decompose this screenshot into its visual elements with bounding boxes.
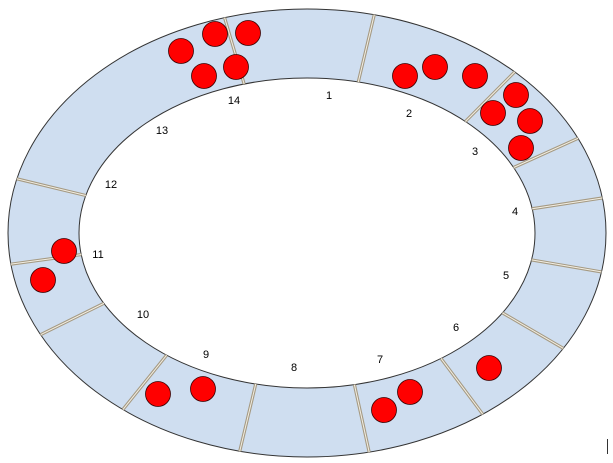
ball-slot-14[interactable] xyxy=(168,38,194,64)
ball-slot-9[interactable] xyxy=(145,381,171,407)
slot-label-7: 7 xyxy=(377,354,383,366)
slot-divider xyxy=(352,384,371,453)
ball-slot-2[interactable] xyxy=(392,63,418,89)
ball-slot-7[interactable] xyxy=(397,379,423,405)
slot-label-12: 12 xyxy=(105,179,117,191)
slot-divider xyxy=(531,258,602,274)
ball-slot-3[interactable] xyxy=(503,82,529,108)
ring xyxy=(7,8,607,458)
slot-label-6: 6 xyxy=(453,322,459,334)
slot-divider xyxy=(464,70,516,123)
ball-slot-9[interactable] xyxy=(190,376,216,402)
slot-divider xyxy=(121,354,168,411)
ball-slot-14[interactable] xyxy=(191,63,217,89)
ball-slot-3[interactable] xyxy=(480,100,506,126)
ball-slot-3[interactable] xyxy=(517,108,543,134)
ball-slot-3[interactable] xyxy=(508,135,534,161)
slot-label-1: 1 xyxy=(326,90,332,102)
ball-slot-11[interactable] xyxy=(30,267,56,293)
slot-divider xyxy=(512,136,579,169)
ball-slot-14[interactable] xyxy=(235,20,261,46)
slot-label-11: 11 xyxy=(92,249,103,261)
slot-label-10: 10 xyxy=(137,309,149,321)
slot-label-5: 5 xyxy=(503,270,509,282)
ball-slot-14[interactable] xyxy=(223,54,249,80)
slot-label-3: 3 xyxy=(472,146,478,158)
slot-label-14: 14 xyxy=(228,95,240,107)
slot-label-4: 4 xyxy=(512,206,518,218)
balls xyxy=(30,20,543,423)
slot-divider xyxy=(39,301,105,337)
slot-label-9: 9 xyxy=(203,349,209,361)
text-cursor xyxy=(607,439,608,454)
slot-divider xyxy=(439,357,485,416)
ball-slot-6[interactable] xyxy=(476,355,502,381)
ball-slot-11[interactable] xyxy=(51,238,77,264)
slot-label-13: 13 xyxy=(156,125,168,137)
ball-slot-2[interactable] xyxy=(462,63,488,89)
slot-divider xyxy=(501,311,565,350)
ball-slot-14[interactable] xyxy=(202,21,228,47)
slot-label-8: 8 xyxy=(291,362,297,374)
ring-band xyxy=(7,8,607,458)
slot-divider xyxy=(356,14,376,83)
ball-slot-2[interactable] xyxy=(422,54,448,80)
ball-slot-7[interactable] xyxy=(371,397,397,423)
slot-divider xyxy=(531,196,603,211)
slot-divider xyxy=(16,177,87,198)
slot-divider xyxy=(238,383,258,452)
slot-label-2: 2 xyxy=(406,108,412,120)
slot-dividers xyxy=(10,14,603,453)
